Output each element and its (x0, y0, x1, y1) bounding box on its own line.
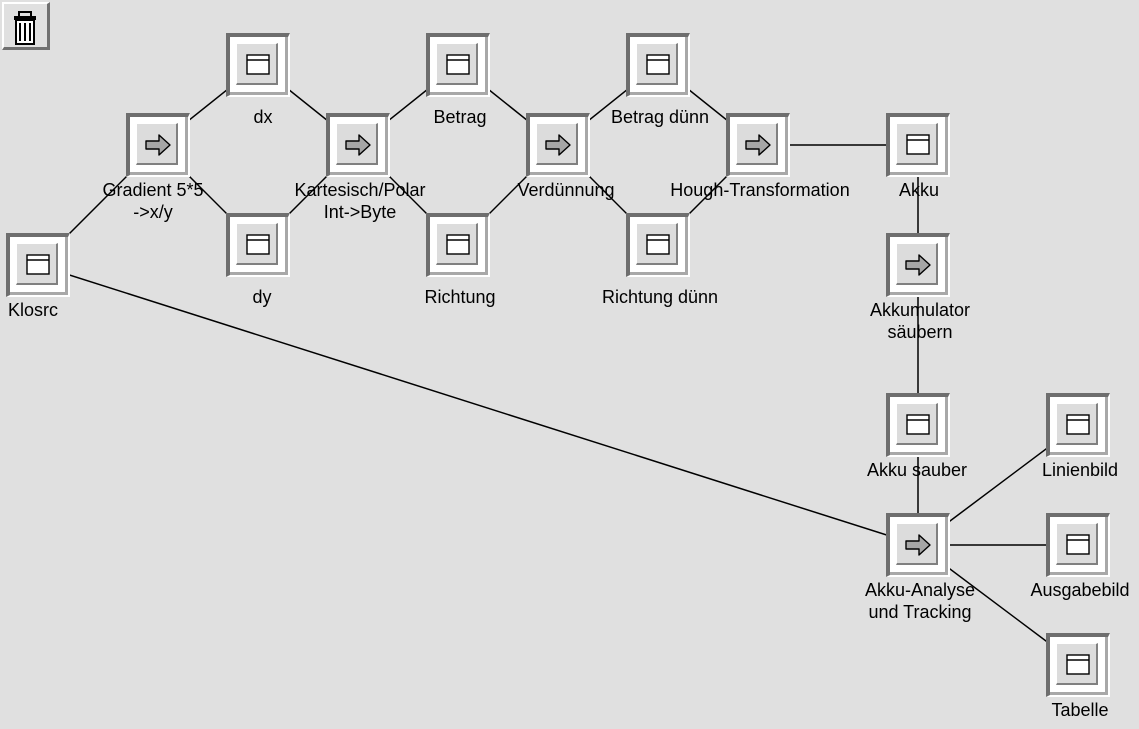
window-icon (246, 234, 270, 255)
node-label-richtung-duenn: Richtung dünn (601, 287, 719, 307)
arrow-right-icon (745, 134, 771, 156)
node-verduennung[interactable] (526, 113, 590, 177)
node-klosrc[interactable] (6, 233, 70, 297)
window-icon (646, 54, 670, 75)
window-icon (246, 54, 270, 75)
window-icon (1066, 534, 1090, 555)
node-ausgabebild[interactable] (1046, 513, 1110, 577)
node-label-dx: dx (253, 107, 273, 127)
node-button-face (536, 123, 578, 165)
node-akkumulator[interactable] (886, 233, 950, 297)
arrow-right-icon (905, 254, 931, 276)
node-richtung[interactable] (426, 213, 490, 277)
arrow-right-icon (345, 134, 371, 156)
window-icon (1066, 654, 1090, 675)
edge-klosrc-analyse[interactable] (37, 264, 919, 546)
arrow-right-icon (145, 134, 171, 156)
node-label-verduennung: Verdünnung (517, 180, 615, 200)
node-label-tabelle: Tabelle (1051, 700, 1109, 720)
trash-button[interactable] (2, 2, 50, 50)
node-betrag-duenn[interactable] (626, 33, 690, 97)
node-akku-sauber[interactable] (886, 393, 950, 457)
node-label-klosrc: Klosrc (7, 300, 59, 320)
node-label-analyse: Akku-Analyse und Tracking (864, 580, 976, 622)
node-label-hough: Hough-Transformation (670, 180, 850, 200)
node-label-betrag: Betrag (433, 107, 487, 127)
node-dy[interactable] (226, 213, 290, 277)
node-label-ausgabebild: Ausgabebild (1030, 580, 1130, 600)
window-icon (906, 134, 930, 155)
node-label-linienbild: Linienbild (1041, 460, 1119, 480)
trash-icon (14, 11, 36, 45)
window-icon (1066, 414, 1090, 435)
window-icon (906, 414, 930, 435)
node-richtung-duenn[interactable] (626, 213, 690, 277)
node-gradient[interactable] (126, 113, 190, 177)
window-icon (646, 234, 670, 255)
node-dx[interactable] (226, 33, 290, 97)
node-tabelle[interactable] (1046, 633, 1110, 697)
arrow-right-icon (545, 134, 571, 156)
node-akku[interactable] (886, 113, 950, 177)
node-label-akku-sauber: Akku sauber (866, 460, 968, 480)
arrow-right-icon (905, 534, 931, 556)
window-icon (26, 254, 50, 275)
node-button-face (1056, 403, 1098, 445)
node-button-face (136, 123, 178, 165)
node-label-betrag-duenn: Betrag dünn (610, 107, 710, 127)
node-label-kartesisch: Kartesisch/Polar Int->Byte (294, 180, 426, 222)
node-linienbild[interactable] (1046, 393, 1110, 457)
node-label-akkumulator: Akkumulator säubern (869, 300, 971, 342)
node-hough[interactable] (726, 113, 790, 177)
window-icon (446, 54, 470, 75)
node-button-face (1056, 643, 1098, 685)
node-label-richtung: Richtung (424, 287, 496, 307)
node-analyse[interactable] (886, 513, 950, 577)
node-kartesisch[interactable] (326, 113, 390, 177)
node-label-akku: Akku (898, 180, 940, 200)
node-label-gradient: Gradient 5*5 ->x/y (102, 180, 204, 222)
node-betrag[interactable] (426, 33, 490, 97)
window-icon (446, 234, 470, 255)
node-label-dy: dy (252, 287, 272, 307)
